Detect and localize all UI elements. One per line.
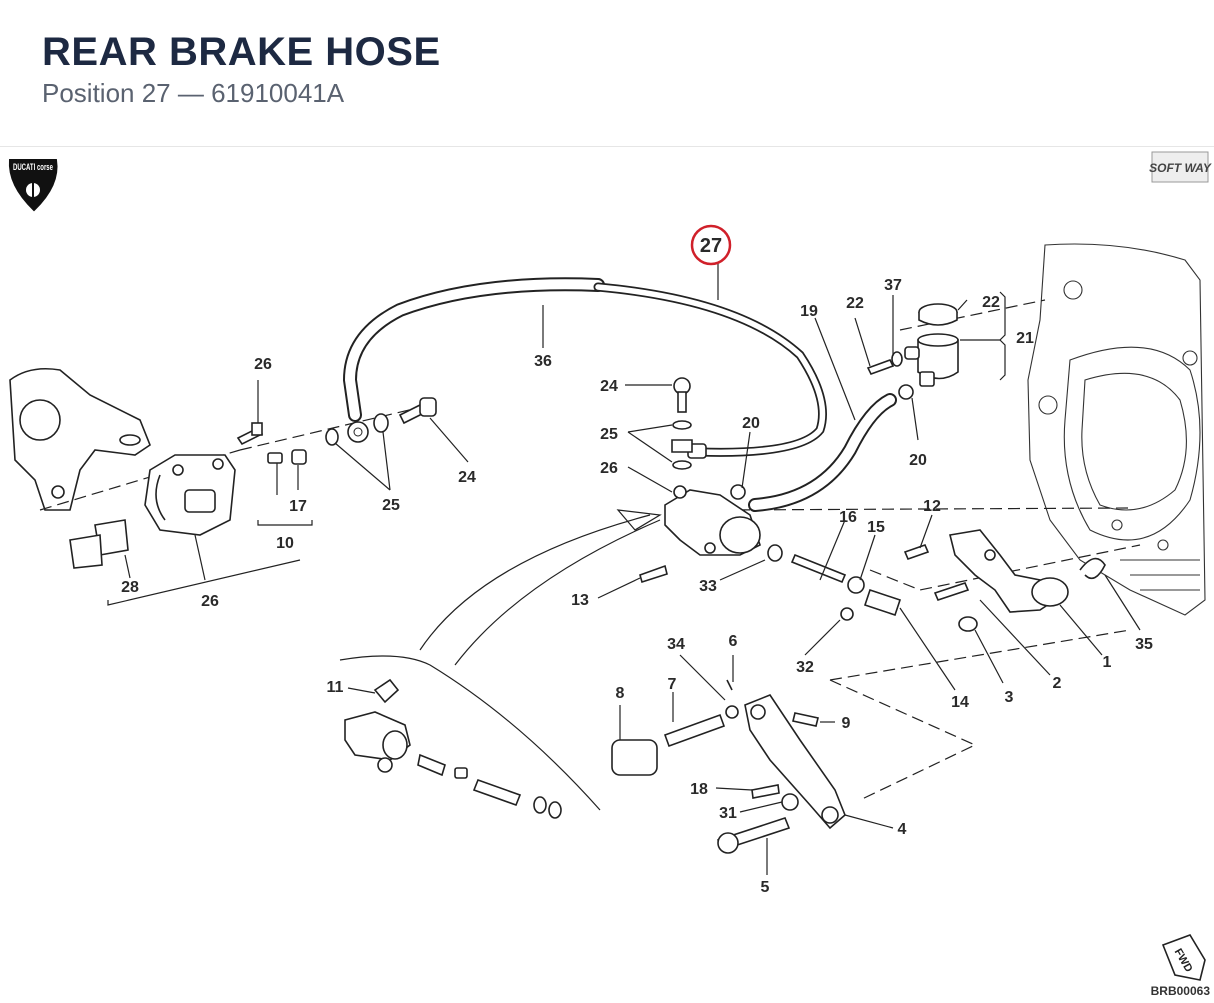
label-20a: 20 [742, 415, 760, 432]
soft-way-logo: SOFT WAY [1149, 151, 1212, 183]
label-25b: 25 [600, 426, 618, 443]
label-13: 13 [571, 592, 589, 609]
label-19: 19 [800, 303, 818, 320]
label-11: 11 [327, 679, 344, 696]
master-cylinder [664, 485, 761, 556]
master-cylinder-exploded [344, 678, 411, 773]
label-33: 33 [699, 578, 717, 595]
label-1: 1 [1103, 654, 1112, 671]
highlighted-label-27: 27 [700, 235, 722, 257]
leader-lines [107, 255, 1141, 875]
label-36: 36 [534, 353, 552, 370]
brake-fluid-reservoir [904, 303, 959, 387]
header-divider [0, 146, 1214, 147]
label-5: 5 [761, 879, 770, 896]
label-31: 31 [719, 805, 737, 822]
label-25a: 25 [382, 497, 400, 514]
label-14: 14 [951, 694, 969, 711]
label-35: 35 [1135, 636, 1153, 653]
label-6: 6 [729, 633, 738, 650]
ducati-logo-text: DUCATI corse [13, 162, 53, 172]
label-22: 22 [982, 294, 1000, 311]
label-12: 12 [923, 498, 941, 515]
fwd-arrow-icon: FWD [1161, 934, 1206, 981]
label-18: 18 [690, 781, 708, 798]
label-20b: 20 [909, 452, 927, 469]
label-34: 34 [667, 636, 685, 653]
label-10: 10 [276, 535, 294, 552]
label-9: 9 [842, 715, 851, 732]
label-15: 15 [867, 519, 885, 536]
rear-brake-hose-27 [593, 282, 827, 459]
part-labels: 26 17 10 28 26 25 24 36 27 19 24 25 26 2… [121, 235, 1153, 896]
page-title: REAR BRAKE HOSE [42, 30, 441, 74]
label-23: 22 [846, 295, 864, 312]
drawing-reference: BRB00063 [1151, 984, 1211, 998]
brake-pedal [949, 529, 1106, 613]
label-4: 4 [898, 821, 907, 838]
caliper-bracket [9, 367, 151, 511]
pedal-lever [744, 694, 846, 830]
label-30: 28 [121, 579, 139, 596]
label-37: 37 [884, 277, 902, 294]
label-17: 17 [289, 498, 307, 515]
label-8: 8 [616, 685, 625, 702]
brake-pads [69, 519, 129, 569]
label-7: 7 [668, 676, 677, 693]
label-2: 2 [1053, 675, 1062, 692]
label-28: 26 [201, 593, 219, 610]
label-3: 3 [1005, 689, 1014, 706]
brake-caliper [144, 454, 236, 536]
label-16: 16 [839, 509, 857, 526]
label-21: 21 [1016, 330, 1034, 347]
label-29: 26 [254, 356, 272, 373]
soft-way-logo-text: SOFT WAY [1149, 161, 1212, 175]
label-24b: 24 [600, 378, 618, 395]
header: REAR BRAKE HOSE Position 27 — 61910041A [42, 28, 441, 108]
engine-outline [1027, 243, 1206, 616]
label-26: 26 [600, 460, 618, 477]
label-24a: 24 [458, 469, 476, 486]
page-subtitle: Position 27 — 61910041A [42, 78, 345, 108]
ducati-corse-logo: DUCATI corse [8, 159, 58, 212]
label-32: 32 [796, 659, 814, 676]
highlight-circle [690, 224, 732, 266]
